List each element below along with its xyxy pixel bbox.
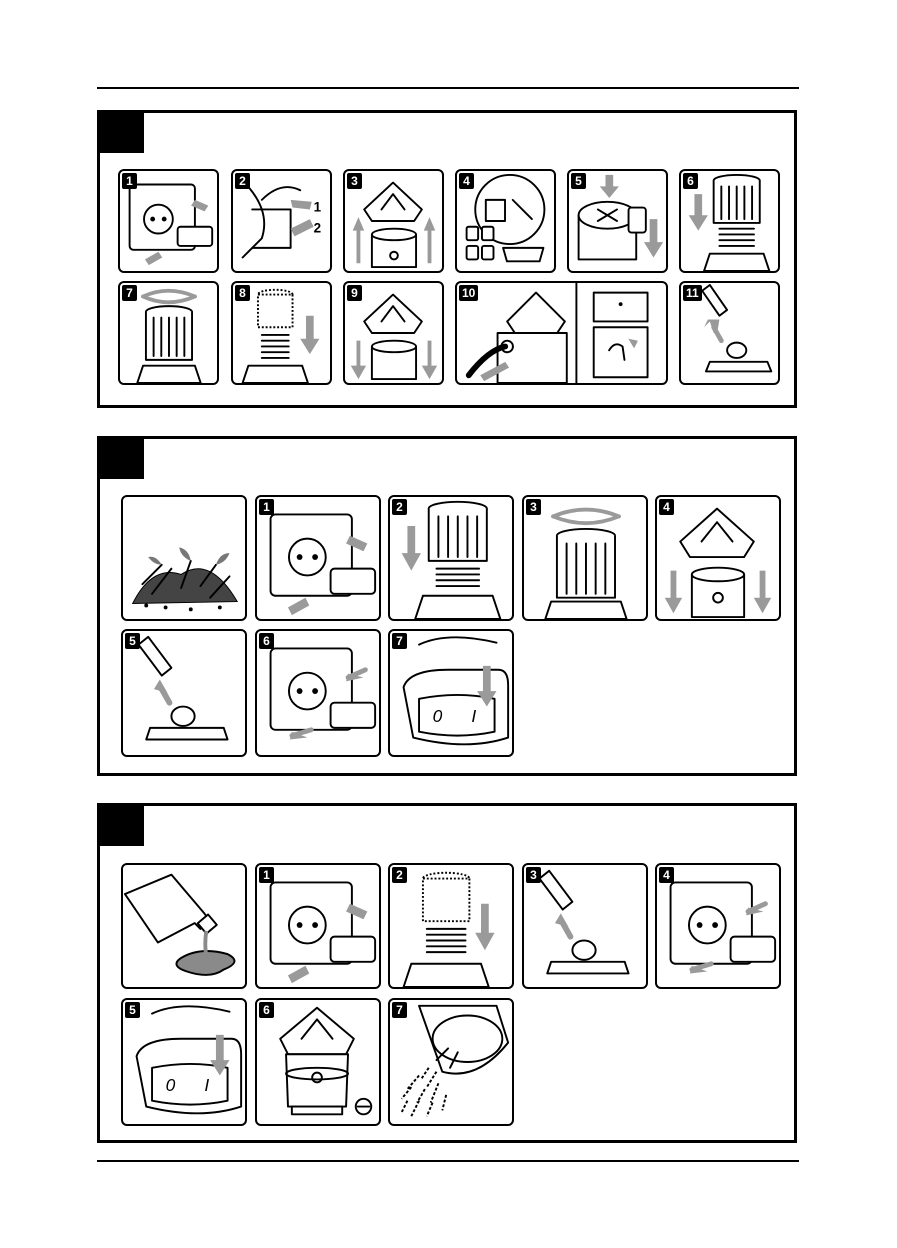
wall-socket-icon (257, 865, 379, 987)
cartridge-filter-icon (390, 497, 512, 619)
step-number: 2 (392, 499, 407, 515)
power-switch-icon: 0 I (390, 631, 512, 755)
floor-nozzle-icon (123, 631, 245, 755)
step-number: 6 (259, 633, 274, 649)
step-panel-head-down: 9 (343, 281, 444, 385)
foam-filter-icon (390, 865, 512, 987)
step-panel-filter-twist: 7 (118, 281, 219, 385)
step-panel-head-down: 4 (655, 495, 781, 621)
wall-socket-icon (257, 497, 379, 619)
switch-on-label: I (471, 706, 476, 726)
step-panel-plug-in: 6 (255, 629, 381, 757)
step-panel-switch-on: 7 0 I (388, 629, 514, 757)
clip-step-label-2: 2 (314, 221, 321, 236)
section-dry-setup: 1 2 1 2 3 (97, 110, 797, 408)
step-panel-lift-head: 3 (343, 169, 444, 273)
step-panel-filter-down: 6 (679, 169, 780, 273)
step-number: 4 (659, 867, 674, 883)
step-panel-nozzle: 5 (121, 629, 247, 757)
step-number: 4 (659, 499, 674, 515)
step-number: 3 (526, 499, 541, 515)
liquid-bottle-icon (123, 865, 245, 987)
step-panel-filter-twist: 3 (522, 495, 648, 621)
wall-socket-icon (257, 631, 379, 755)
step-panel-unplug: 1 (255, 495, 381, 621)
wall-socket-icon (657, 865, 779, 987)
top-rule (97, 87, 799, 89)
vacuum-body-icon (257, 1000, 379, 1124)
step-panel-foam-down: 2 (388, 863, 514, 989)
step-panel-hose-connect: 10 (455, 281, 668, 385)
switch-off-label: 0 (433, 706, 443, 726)
step-panel-clips: 2 1 2 (231, 169, 332, 273)
section-wet-vacuuming: 1 2 3 4 (97, 803, 797, 1143)
step-number: 10 (459, 285, 478, 301)
leaves-debris-icon (123, 497, 245, 619)
step-number: 7 (392, 1002, 407, 1018)
step-number: 5 (571, 173, 586, 189)
empty-tank-icon (390, 1000, 512, 1124)
floor-nozzle-icon (524, 865, 646, 987)
step-panel-filter-down: 2 (388, 495, 514, 621)
hose-connect-icon (457, 283, 666, 383)
section-dry-vacuuming: 1 2 3 (97, 436, 797, 776)
step-panel-accessories: 4 (455, 169, 556, 273)
step-number: 7 (122, 285, 137, 301)
step-panel-vacuum-drain: 6 (255, 998, 381, 1126)
section-label-tag (100, 113, 144, 153)
step-number: 5 (125, 1002, 140, 1018)
step-panel-nozzle: 3 (522, 863, 648, 989)
step-number: 6 (259, 1002, 274, 1018)
power-switch-icon: 0 I (123, 1000, 245, 1124)
step-number: 4 (459, 173, 474, 189)
section-label-tag (100, 806, 144, 846)
step-number: 5 (125, 633, 140, 649)
step-number: 6 (683, 173, 698, 189)
switch-off-label: 0 (166, 1075, 176, 1095)
bottom-rule (97, 1160, 799, 1162)
step-number: 2 (392, 867, 407, 883)
step-panel-pour-out: 7 (388, 998, 514, 1126)
step-number: 9 (347, 285, 362, 301)
twist-lock-icon (524, 497, 646, 619)
scene-panel-liquid-spill (121, 863, 247, 989)
step-panel-nozzle: 11 (679, 281, 780, 385)
step-number: 7 (392, 633, 407, 649)
step-panel-unplug: 1 (255, 863, 381, 989)
scene-panel-dry-debris (121, 495, 247, 621)
vacuum-head-icon (657, 497, 779, 619)
step-number: 11 (683, 285, 702, 301)
step-number: 1 (259, 867, 274, 883)
switch-on-label: I (204, 1075, 209, 1095)
step-number: 1 (122, 173, 137, 189)
step-number: 3 (347, 173, 362, 189)
step-number: 8 (235, 285, 250, 301)
step-panel-plug-in: 4 (655, 863, 781, 989)
step-panel-switch-on: 5 0 I (121, 998, 247, 1126)
step-panel-cord-hook: 5 (567, 169, 668, 273)
step-panel-unplug: 1 (118, 169, 219, 273)
clip-step-label-1: 1 (314, 199, 322, 214)
step-panel-foam-down: 8 (231, 281, 332, 385)
step-number: 2 (235, 173, 250, 189)
section-label-tag (100, 439, 144, 479)
step-number: 1 (259, 499, 274, 515)
step-number: 3 (526, 867, 541, 883)
